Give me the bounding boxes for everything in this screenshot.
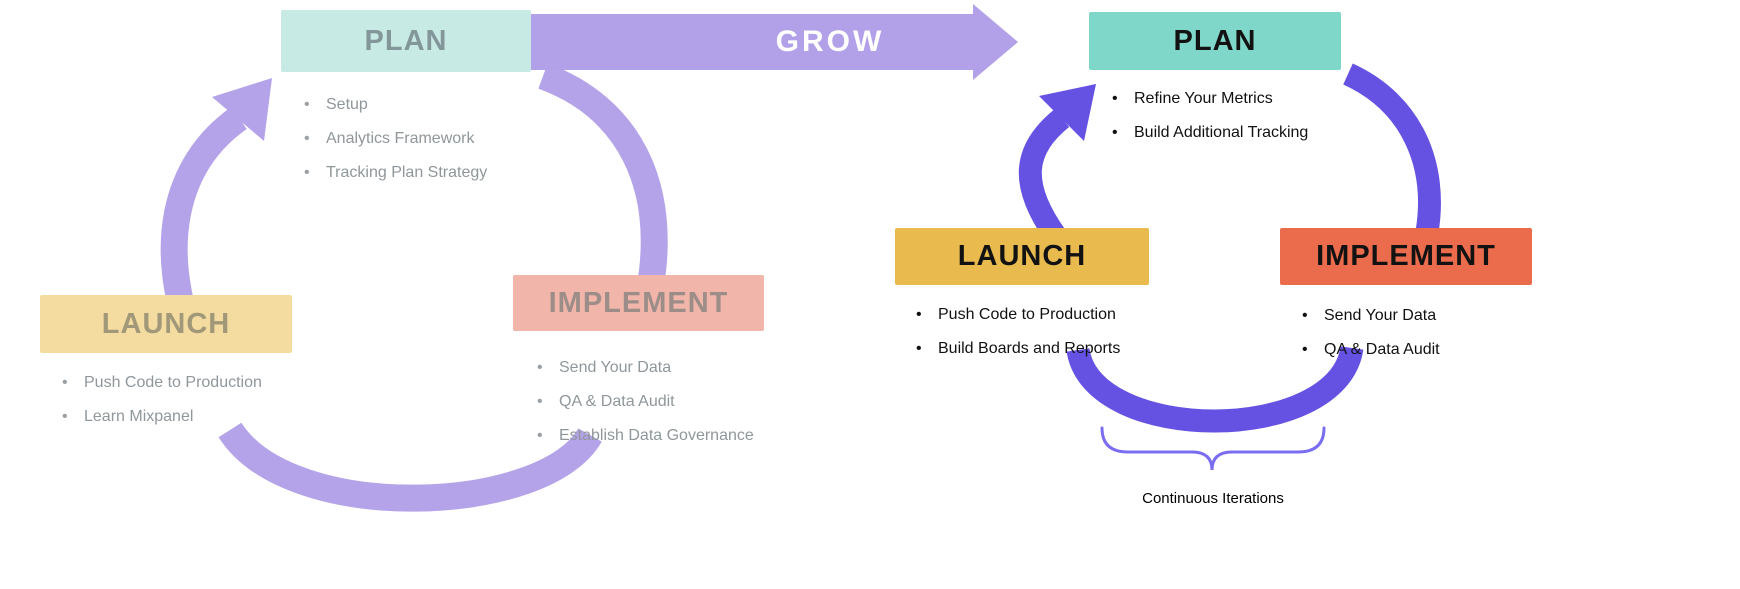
right-plan-box: PLAN bbox=[1089, 12, 1341, 70]
continuous-iterations-caption: Continuous Iterations bbox=[1142, 490, 1284, 507]
grow-arrow-label: GROW bbox=[775, 25, 885, 58]
left-implement-box: IMPLEMENT bbox=[513, 275, 764, 331]
bullet-item: Refine Your Metrics bbox=[1108, 89, 1308, 109]
right-arc-plan-to-implement-icon bbox=[1342, 63, 1441, 234]
bullet-item: Establish Data Governance bbox=[533, 426, 754, 446]
left-plan-bullet-list: Setup Analytics Framework Tracking Plan … bbox=[300, 95, 487, 197]
bullet-item: Push Code to Production bbox=[912, 305, 1120, 325]
right-implement-box: IMPLEMENT bbox=[1280, 228, 1532, 285]
bullet-item: Setup bbox=[300, 95, 487, 115]
grow-arrow-icon bbox=[531, 4, 1018, 80]
bullet-item: Analytics Framework bbox=[300, 129, 487, 149]
bullet-item: Build Additional Tracking bbox=[1108, 123, 1308, 143]
bullet-item: QA & Data Audit bbox=[533, 392, 754, 412]
right-arc-implement-to-launch-icon bbox=[1066, 345, 1364, 433]
continuous-iterations-brace-icon bbox=[1100, 426, 1326, 471]
left-arc-plan-to-implement-icon bbox=[538, 63, 668, 291]
left-arc-implement-to-launch-icon bbox=[218, 422, 602, 512]
bullet-item: Push Code to Production bbox=[58, 373, 262, 393]
left-launch-bullet-list: Push Code to Production Learn Mixpanel bbox=[58, 373, 262, 441]
right-arc-launch-to-plan-icon bbox=[1018, 109, 1070, 242]
bullet-item: Build Boards and Reports bbox=[912, 339, 1120, 359]
right-cycle-arrowhead-icon bbox=[1039, 84, 1096, 141]
left-implement-bullet-list: Send Your Data QA & Data Audit Establish… bbox=[533, 358, 754, 460]
left-cycle-arrowhead-icon bbox=[212, 78, 272, 141]
left-launch-box: LAUNCH bbox=[40, 295, 292, 353]
left-plan-box: PLAN bbox=[281, 10, 531, 72]
right-launch-bullet-list: Push Code to Production Build Boards and… bbox=[912, 305, 1120, 373]
bullet-item: Tracking Plan Strategy bbox=[300, 163, 487, 183]
right-implement-bullet-list: Send Your Data QA & Data Audit bbox=[1298, 306, 1440, 374]
right-cycle-arrows bbox=[1018, 63, 1441, 433]
bullet-item: Send Your Data bbox=[1298, 306, 1440, 326]
bullet-item: Send Your Data bbox=[533, 358, 754, 378]
bullet-item: QA & Data Audit bbox=[1298, 340, 1440, 360]
bullet-item: Learn Mixpanel bbox=[58, 407, 262, 427]
right-plan-bullet-list: Refine Your Metrics Build Additional Tra… bbox=[1108, 89, 1308, 157]
right-launch-box: LAUNCH bbox=[895, 228, 1149, 285]
